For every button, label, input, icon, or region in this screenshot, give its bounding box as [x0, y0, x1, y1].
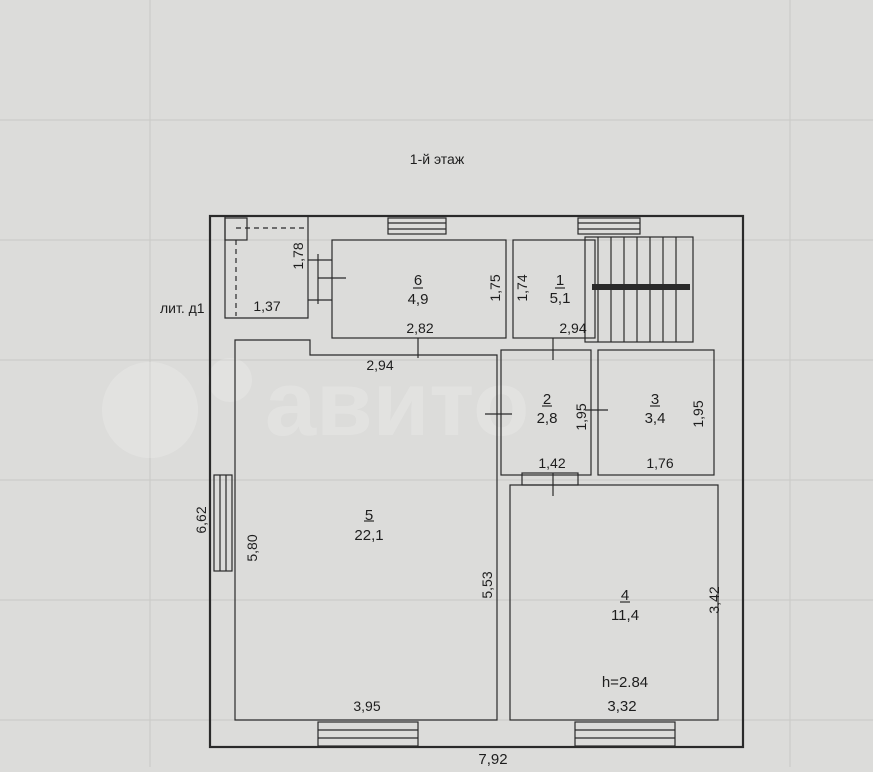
watermark: авито	[102, 353, 529, 458]
room-3-area: 3,4	[645, 410, 666, 427]
room-5	[234, 339, 498, 721]
window-top-left	[387, 217, 447, 235]
room-5-area: 22,1	[354, 527, 383, 544]
room-2-dim-width: 1,42	[538, 455, 565, 471]
floor-title: 1-й этаж	[410, 151, 465, 167]
room-6-dim-width: 2,82	[406, 320, 433, 336]
window-bottom-right	[574, 721, 676, 747]
room-1-area: 5,1	[550, 290, 571, 307]
window-bottom-left	[317, 721, 419, 747]
overall-dim-height: 6,62	[193, 506, 209, 533]
room-1-number: 1	[556, 272, 564, 289]
room-5-dim-width-bottom: 3,95	[353, 698, 380, 714]
room-2-dim-height: 1,95	[573, 403, 589, 430]
annex-dim-height: 1,78	[290, 242, 306, 269]
room-4	[509, 484, 719, 721]
annex-dim-width: 1,37	[253, 298, 280, 314]
room-3-dim-width: 1,76	[646, 455, 673, 471]
room-4-ceiling-height: h=2.84	[602, 674, 648, 691]
stairs	[584, 236, 694, 343]
room-5-number: 5	[365, 507, 373, 524]
overall-dim-width: 7,92	[478, 751, 507, 767]
room-5-dim-height-right: 5,53	[479, 571, 495, 598]
room-3	[597, 349, 715, 476]
room-1-dim-height: 1,74	[514, 274, 530, 301]
room-6-number: 6	[414, 272, 422, 289]
room-4-dim-height: 3,42	[706, 586, 722, 613]
room-5-dim-height-left: 5,80	[244, 534, 260, 561]
annex	[224, 216, 332, 319]
room-4-dim-width: 3,32	[607, 698, 636, 715]
room-4-area: 11,4	[611, 607, 639, 624]
window-top-right	[577, 217, 641, 235]
window-left	[213, 474, 233, 572]
room-2	[500, 349, 592, 476]
room-6	[331, 239, 507, 339]
room-2-number: 2	[543, 391, 551, 408]
room-4-number: 4	[621, 587, 629, 604]
room-3-number: 3	[651, 391, 659, 408]
room-6-area: 4,9	[408, 291, 429, 308]
room-3-dim-height: 1,95	[690, 400, 706, 427]
room-2-area: 2,8	[537, 410, 558, 427]
watermark-text: авито	[265, 353, 529, 455]
room-6-dim-height: 1,75	[487, 274, 503, 301]
room-5-dim-width-top: 2,94	[366, 357, 393, 373]
outer-wall	[208, 214, 745, 749]
annex-label: лит. д1	[160, 300, 205, 316]
room-1-dim-width: 2,94	[559, 320, 586, 336]
